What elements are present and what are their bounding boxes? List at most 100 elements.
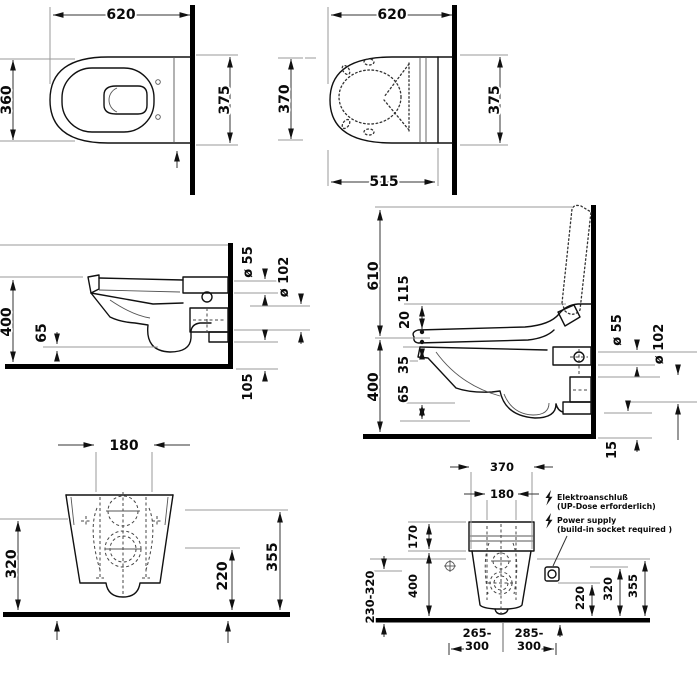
outlet-hole-inner	[493, 575, 509, 591]
dim-frontseat-width: 370	[490, 460, 514, 474]
front-bowl-dimension-lines	[0, 442, 288, 643]
rim-line	[419, 346, 548, 351]
dim-sideseat-outlet-dia: ø 102	[652, 324, 667, 365]
dim-front-rim-height: 355	[265, 542, 281, 571]
dim-frontseat-height: 400	[406, 574, 420, 598]
power-socket-box	[544, 566, 560, 582]
view-front-seat: Elektroanschluß (UP-Dose erforderlich) P…	[361, 458, 673, 655]
rim-front-tip	[87, 274, 100, 294]
rim-underside	[90, 292, 184, 305]
wall-section	[591, 205, 596, 439]
dim-clear-right-1: 285-	[515, 626, 544, 640]
rear-foot	[208, 331, 229, 343]
floor-line	[363, 434, 596, 439]
note-de-line2: (UP-Dose erforderlich)	[557, 502, 656, 511]
dim-clear-right-2: 300	[517, 639, 541, 653]
dim-planseat-depth-right: 375	[487, 85, 503, 114]
water-surface-arc	[108, 87, 118, 113]
seat-bumper	[363, 128, 375, 136]
side-seat-dimension-lines	[375, 210, 697, 452]
power-socket	[547, 569, 557, 579]
bowl-profile	[90, 292, 212, 353]
view-side-seat: 610 115 20 35 400 65 ø 55 ø 102 15	[363, 204, 697, 461]
dim-clear-left-2: 300	[465, 639, 489, 653]
dim-side-front-bottom: 65	[34, 323, 50, 342]
note-en-line1: Power supply	[557, 516, 616, 525]
dim-frontseat-rim-height: 355	[626, 574, 640, 598]
seat-bolt-hole	[155, 114, 161, 120]
dim-frontseat-seat-height: 170	[406, 525, 420, 549]
lid-hinge	[557, 304, 581, 327]
view-side-bowl: 400 65 ø 55 ø 102 105	[0, 243, 310, 402]
side-bowl-dimension-lines	[0, 268, 310, 382]
seat-bottom-outline	[413, 329, 555, 344]
dim-plan-depth-right: 375	[217, 85, 233, 114]
water-surface-outline	[103, 85, 148, 115]
supply-pipe-section	[201, 291, 213, 303]
supply-box	[552, 346, 592, 366]
dim-planseat-width: 620	[377, 7, 406, 23]
floor-line	[5, 364, 233, 369]
dim-side-outlet-dia: ø 102	[277, 257, 292, 298]
dim-sideseat-lid: 115	[397, 275, 412, 302]
dim-sideseat-open-lid: 610	[366, 261, 382, 290]
note-de-line1: Elektroanschluß	[557, 493, 628, 502]
dim-sideseat-front-bottom: 65	[397, 385, 412, 403]
wall-section	[190, 5, 195, 195]
dim-front-bolt-spacing: 180	[109, 438, 138, 454]
dim-frontseat-bolt-spacing: 180	[490, 487, 514, 501]
electrical-notes: Elektroanschluß (UP-Dose erforderlich) P…	[545, 490, 673, 535]
lightning-icon	[545, 513, 553, 529]
dim-sideseat-height: 400	[366, 372, 382, 401]
wall-section	[228, 243, 233, 368]
view-plan-bowl: 620 360 375	[0, 5, 238, 195]
dim-side-supply-dia: ø 55	[241, 246, 256, 278]
front-seat-dimension-lines	[366, 464, 648, 655]
seat-bolt-hole	[155, 79, 161, 85]
dim-side-height: 400	[0, 307, 15, 336]
lightning-icon	[545, 490, 553, 506]
dim-plan-depth-left: 360	[0, 85, 15, 114]
dim-sideseat-supply-dia: ø 55	[610, 314, 625, 346]
bowl-profile	[417, 346, 557, 419]
front-bowl-outline	[65, 492, 174, 598]
floor-line	[3, 612, 290, 617]
seat-bumper	[341, 118, 351, 130]
side-bowl-outline	[87, 274, 229, 353]
side-seat-outline	[412, 204, 592, 419]
open-lid-outline	[561, 204, 592, 315]
dim-planseat-seat-length: 515	[369, 174, 398, 190]
seat-front-outline	[468, 521, 535, 552]
seat-bumper	[363, 58, 375, 66]
mount-block	[182, 276, 229, 294]
seat-outer-outline	[329, 56, 453, 144]
dim-frontseat-range: 230-320	[363, 571, 377, 624]
dim-front-supply-height: 320	[4, 549, 20, 578]
dim-frontseat-outlet-height: 220	[573, 586, 587, 610]
bowl-front-outline	[65, 494, 174, 598]
plan-seat-dimension-lines	[278, 7, 508, 186]
dim-planseat-depth-left: 370	[277, 84, 293, 113]
dim-side-rear-bottom: 105	[241, 373, 256, 400]
seat-top-outline	[412, 303, 592, 338]
floor-line	[366, 618, 650, 623]
bowl-rim-inner	[61, 67, 155, 133]
dim-clear-left-1: 265-	[463, 626, 492, 640]
seat-bumper	[341, 64, 351, 76]
bowl-outer-outline	[49, 56, 191, 144]
plan-bowl-dimension-lines	[0, 7, 238, 168]
rear-foot	[562, 401, 592, 415]
socket-leader-line	[552, 535, 568, 567]
dim-sideseat-gap: 20	[398, 311, 413, 329]
dim-sideseat-block: 35	[397, 356, 412, 374]
wall-section	[452, 5, 457, 195]
dim-sideseat-rear-gap: 15	[605, 441, 620, 459]
note-en-line2: (build-in socket required )	[557, 525, 672, 534]
plan-bowl-outline	[49, 5, 195, 195]
dim-plan-width: 620	[106, 7, 135, 23]
view-front-bowl: 180 320 220 355	[0, 436, 290, 643]
view-plan-seat: 620 370 375 515	[275, 5, 508, 195]
dim-frontseat-supply-height: 320	[601, 577, 615, 601]
seat-opening	[338, 69, 402, 125]
